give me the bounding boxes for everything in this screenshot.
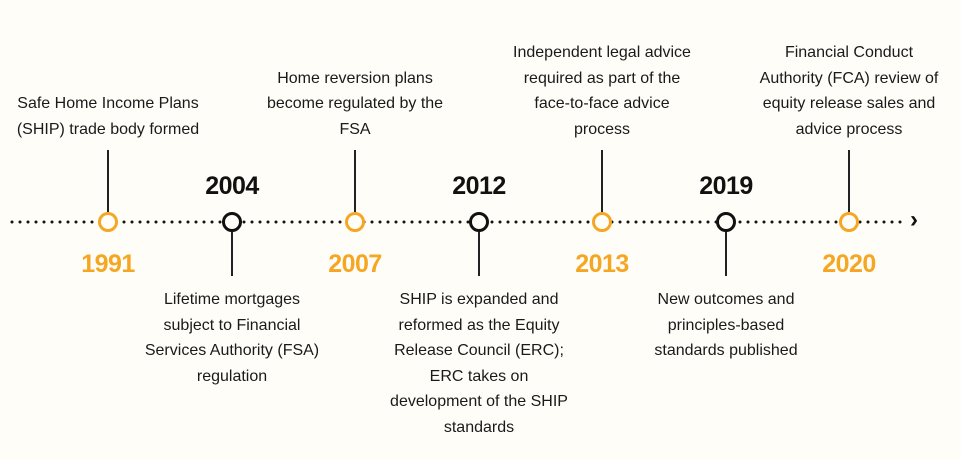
- event-stem: [848, 150, 850, 212]
- event-year: 2007: [328, 250, 382, 278]
- event-stem: [725, 232, 727, 276]
- event-node: [839, 212, 859, 232]
- event-caption: Independent legal advice required as par…: [513, 44, 691, 138]
- event-node: [222, 212, 242, 232]
- event-year: 2019: [699, 172, 753, 200]
- event-year: 2012: [452, 172, 506, 200]
- event-node: [592, 212, 612, 232]
- event-stem: [601, 150, 603, 212]
- event-node: [98, 212, 118, 232]
- event-caption: Safe Home Income Plans (SHIP) trade body…: [16, 95, 200, 138]
- event-stem: [107, 150, 109, 212]
- event-caption: Home reversion plans become regulated by…: [266, 69, 444, 138]
- event-node: [716, 212, 736, 232]
- event-stem: [354, 150, 356, 212]
- event-caption: Financial Conduct Authority (FCA) review…: [759, 44, 939, 138]
- event-stem: [478, 232, 480, 276]
- event-node: [469, 212, 489, 232]
- event-stem: [231, 232, 233, 276]
- event-caption: New outcomes and principles-based standa…: [654, 291, 798, 359]
- event-year: 2020: [822, 250, 876, 278]
- event-year: 2013: [575, 250, 629, 278]
- event-caption: Lifetime mortgages subject to Financial …: [144, 291, 320, 385]
- event-node: [345, 212, 365, 232]
- event-caption: SHIP is expanded and reformed as the Equ…: [390, 291, 568, 436]
- event-year: 1991: [81, 250, 135, 278]
- event-year: 2004: [205, 172, 259, 200]
- chevron-right-icon: ›: [910, 206, 918, 233]
